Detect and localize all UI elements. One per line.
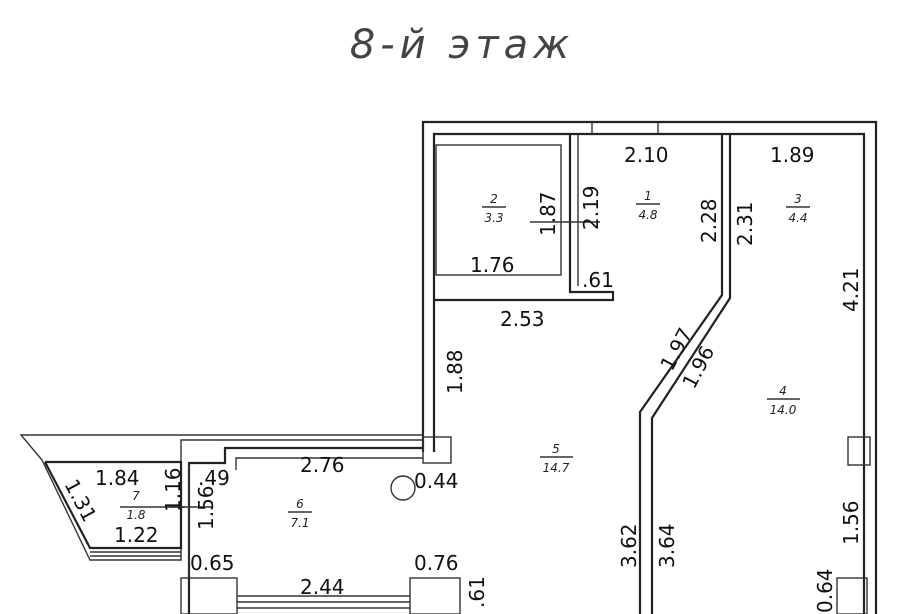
dim-061-bottom: .61 [465,576,489,608]
room-1-area: 4.8 [638,208,657,222]
floor-title: 8-й этаж [350,22,574,68]
dim-0-44: 0.44 [414,469,459,493]
dim-2-44: 2.44 [300,575,345,599]
dim-1-56-left: 1.56 [194,485,218,530]
dim-4-21: 4.21 [839,267,863,312]
dim-3-62: 3.62 [617,523,641,568]
outer-wall-top-right [421,120,878,614]
dim-1-16: 1.16 [161,467,185,512]
dim-2-28: 2.28 [697,198,721,243]
dim-2-31: 2.31 [733,201,757,246]
dim-2-76: 2.76 [300,453,345,477]
pipe-symbol [390,475,416,501]
room-1-wall [434,134,615,302]
dim-3-64: 3.64 [655,523,679,568]
column-right-bottom [836,577,868,614]
outer-wall-inner-line [432,132,866,614]
room-1-label: 1 4.8 [636,189,660,222]
dim-1-76: 1.76 [470,253,515,277]
room-4-number: 4 [779,384,787,398]
room-6-pillar-right [409,577,461,614]
room-3-label: 3 4.4 [786,192,810,225]
room-5-label: 5 14.7 [540,442,573,475]
room-2-area: 3.3 [484,211,503,225]
room-7-area: 1.8 [126,508,145,522]
dim-0-76: 0.76 [414,551,459,575]
dim-1-89: 1.89 [770,143,815,167]
balcony-7-wall [44,460,183,550]
room-6-top-wall-inner [235,457,423,470]
room-7-number: 7 [132,489,140,503]
room-5-number: 5 [552,442,560,456]
room-6-label: 6 7.1 [288,497,312,530]
room-2-number: 2 [490,192,498,206]
room-5-area: 14.7 [543,461,570,475]
dim-1-56-right: 1.56 [839,500,863,545]
dim-2-19: 2.19 [579,185,603,230]
dim-1-22: 1.22 [114,523,159,547]
diagonal-wall-left [638,134,724,614]
dimension-labels: 2.10 1.89 2.19 1.87 1.76 .61 2.28 2.31 4… [60,143,863,613]
room-3-number: 3 [794,192,802,206]
dim-061-top: .61 [582,268,614,292]
room-1-number: 1 [644,189,652,203]
dim-049: .49 [198,466,230,490]
column-right [847,436,871,466]
dim-1-84: 1.84 [95,466,140,490]
dim-0-64: 0.64 [813,568,837,613]
room-6-number: 6 [296,497,304,511]
diagonal-wall-right [650,134,732,614]
dim-2-10: 2.10 [624,143,669,167]
dim-1-87: 1.87 [536,191,560,236]
room-2-wall [435,144,562,276]
room-3-area: 4.4 [788,211,807,225]
room-4-area: 14.0 [770,403,797,417]
room-7-label: 7 1.8 [126,489,145,522]
dim-0-65: 0.65 [190,551,235,575]
walls [19,120,878,614]
room-6-area: 7.1 [290,516,309,530]
dim-1-88: 1.88 [443,349,467,394]
room-2-label: 2 3.3 [482,192,506,225]
room-labels: 1 4.8 2 3.3 3 4.4 4 14.0 5 14.7 6 7.1 [126,189,810,530]
room-4-label: 4 14.0 [767,384,800,417]
column-center [422,436,452,464]
dim-2-53: 2.53 [500,307,545,331]
